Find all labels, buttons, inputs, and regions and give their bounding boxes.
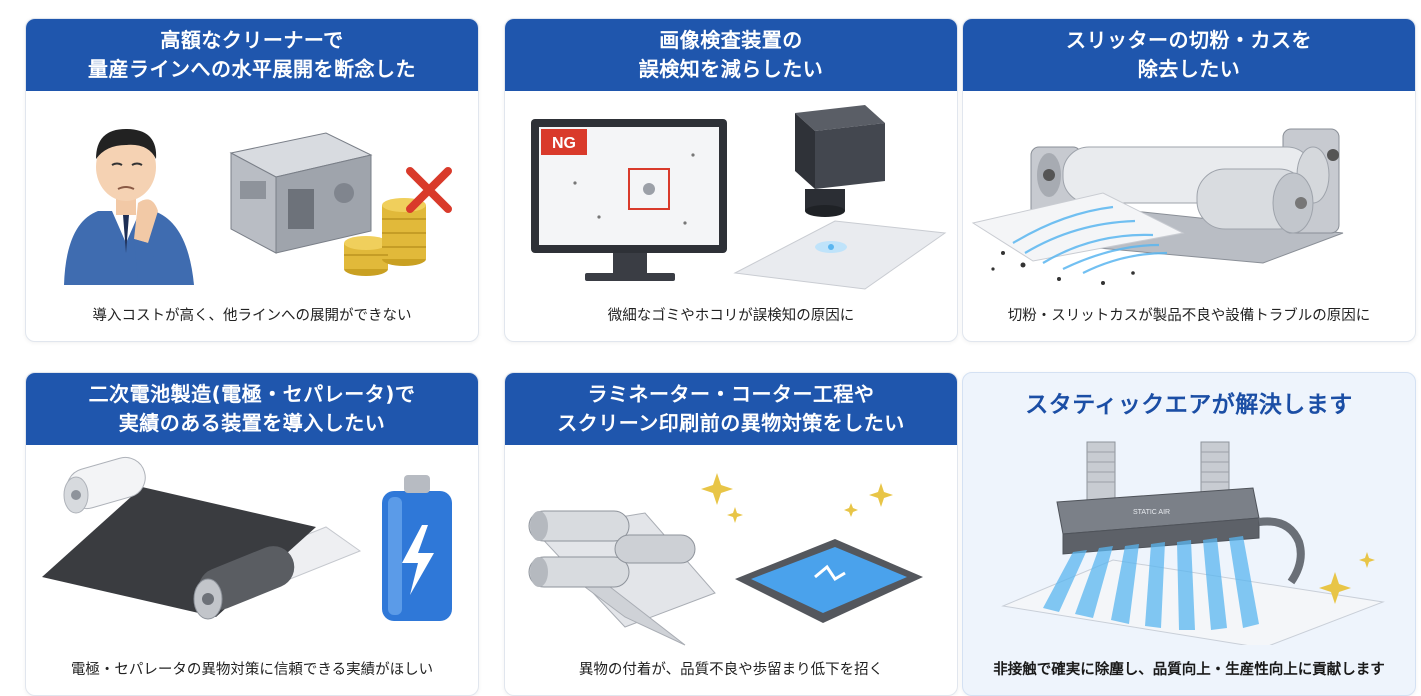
card-caption: 非接触で確実に除塵し、品質向上・生産性向上に貢献します — [993, 662, 1385, 678]
card-title-line1: 画像検査装置の — [659, 28, 803, 52]
card-title: 画像検査装置の 誤検知を減らしたい — [505, 19, 957, 91]
card-solution: スタティックエアが解決します STATIC AIR — [962, 372, 1416, 696]
card-title-line1: ラミネーター・コーター工程や — [587, 382, 875, 406]
screen-frame-icon — [735, 539, 923, 623]
card-caption: 異物の付着が、品質不良や歩留まり低下を招く — [578, 662, 884, 678]
roll-icon — [63, 456, 295, 620]
card-title: 二次電池製造(電極・セパレータ)で 実績のある装置を導入したい — [26, 373, 478, 445]
solution-title: スタティックエアが解決します — [963, 373, 1415, 437]
laminator-icon — [528, 510, 716, 646]
card-title: スリッターの切粉・カスを 除去したい — [963, 19, 1415, 91]
ng-badge: NG — [541, 129, 587, 155]
air-stream — [1012, 205, 1168, 274]
solution-title-text: スタティックエアが解決します — [1025, 391, 1353, 418]
card-slitter: スリッターの切粉・カスを 除去したい 切粉・スリット — [962, 18, 1416, 342]
card-illustration — [971, 128, 1344, 285]
card-caption: 電極・セパレータの異物対策に信頼できる実績がほしい — [70, 662, 434, 678]
debris — [991, 251, 1135, 285]
battery-icon — [382, 475, 452, 621]
card-illustration — [528, 473, 923, 646]
card-inspection: 画像検査装置の 誤検知を減らしたい NG — [504, 18, 958, 342]
card-title-line2: 誤検知を減らしたい — [638, 57, 824, 81]
slitter-machine-icon — [1030, 128, 1344, 264]
static-air-bar-icon: STATIC AIR — [1056, 441, 1305, 585]
card-title-line2: 除去したい — [1137, 57, 1241, 81]
card-illustration — [64, 129, 452, 285]
sparkle-icon — [1319, 552, 1375, 604]
card-title-line1: スリッターの切粉・カスを — [1066, 28, 1312, 52]
card-battery: 二次電池製造(電極・セパレータ)で 実績のある装置を導入したい 電極・セパレータ… — [25, 372, 479, 696]
inspection-sheet — [733, 220, 947, 290]
coins-icon — [344, 198, 426, 276]
worried-worker-icon — [64, 129, 194, 285]
air-stream — [1043, 536, 1259, 630]
card-cleaner-cost: 高額なクリーナーで 量産ラインへの水平展開を断念した — [25, 18, 479, 342]
card-title: ラミネーター・コーター工程や スクリーン印刷前の異物対策をしたい — [505, 373, 957, 445]
card-caption: 導入コストが高く、他ラインへの展開ができない — [92, 308, 412, 324]
cleaner-machine-icon — [229, 132, 373, 254]
film-sheet — [971, 192, 1185, 262]
card-title-line2: スクリーン印刷前の異物対策をしたい — [557, 411, 905, 435]
card-illustration: STATIC AIR — [1001, 441, 1385, 645]
card-caption: 切粉・スリットカスが製品不良や設備トラブルの原因に — [1007, 308, 1371, 324]
card-title: 高額なクリーナーで 量産ラインへの水平展開を断念した — [26, 19, 478, 91]
svg-text:STATIC AIR: STATIC AIR — [1133, 509, 1170, 516]
card-illustration — [42, 456, 452, 621]
camera-icon — [795, 105, 885, 217]
card-caption: 微細なゴミやホコリが誤検知の原因に — [607, 308, 855, 324]
sparkle-icon — [701, 473, 893, 523]
card-title-line1: 二次電池製造(電極・セパレータ)で — [88, 382, 416, 406]
card-title-line1: 高額なクリーナーで — [160, 28, 344, 52]
card-title-line2: 量産ラインへの水平展開を断念した — [88, 57, 416, 81]
card-laminator: ラミネーター・コーター工程や スクリーン印刷前の異物対策をしたい 異物の付着が、… — [504, 372, 958, 696]
card-illustration: NG — [531, 105, 947, 290]
svg-text:NG: NG — [552, 135, 576, 152]
cross-icon — [406, 167, 452, 213]
card-title-line2: 実績のある装置を導入したい — [118, 411, 386, 435]
